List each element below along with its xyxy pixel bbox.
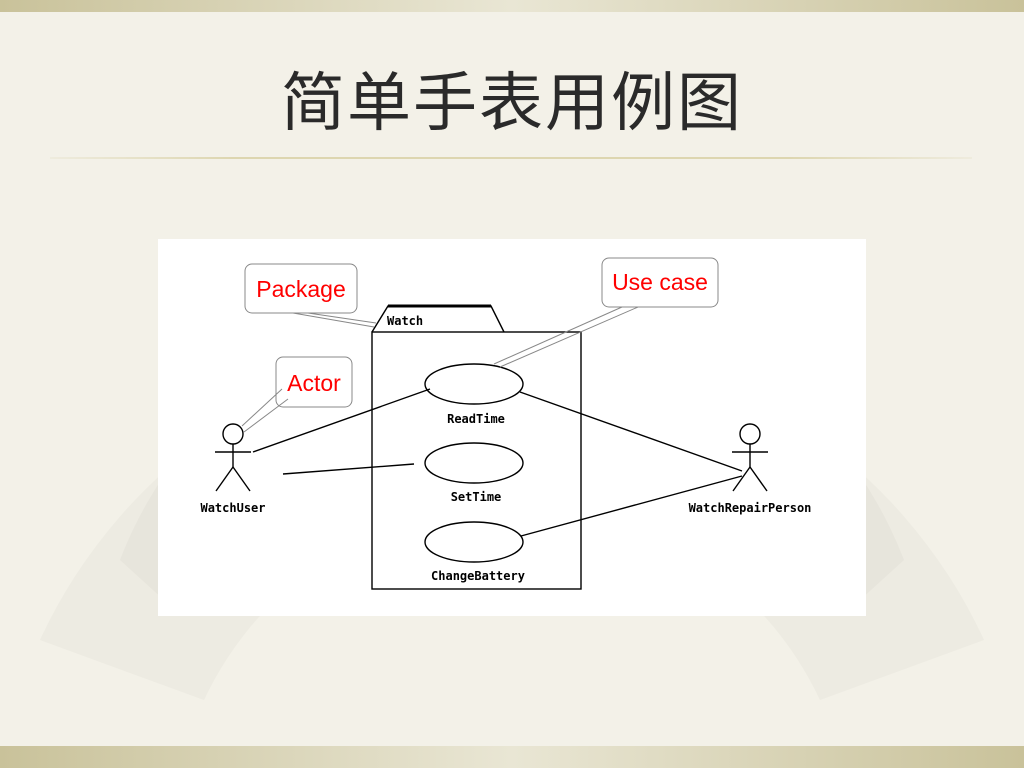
- use-case-diagram-svg: Watch ReadTime SetTime ChangeBattery Wat…: [200, 257, 812, 590]
- use-case-ellipse: [424, 521, 524, 563]
- actor-leg-right: [232, 466, 251, 492]
- callout-actor: Actor: [241, 356, 353, 433]
- use-case-readtime: ReadTime: [424, 363, 524, 426]
- callout-pointer: [499, 306, 639, 368]
- use-case-label: ChangeBattery: [431, 569, 525, 583]
- use-case-diagram: Watch ReadTime SetTime ChangeBattery Wat…: [158, 239, 866, 616]
- callout-pointer: [241, 388, 283, 427]
- callout-use-case: Use case: [493, 257, 719, 368]
- callout-box: [601, 257, 719, 308]
- association-watchuser-readtime: [252, 388, 431, 453]
- actor-leg-left: [732, 466, 751, 492]
- callout-text: Package: [256, 276, 346, 302]
- actor-label: WatchRepairPerson: [689, 501, 812, 515]
- use-case-ellipse: [424, 442, 524, 484]
- actor-head: [739, 423, 761, 445]
- actor-label: WatchUser: [200, 501, 265, 515]
- use-case-ellipse: [424, 363, 524, 405]
- callout-pointer: [307, 312, 377, 324]
- package-watch: Watch: [371, 304, 582, 590]
- use-case-changebattery: ChangeBattery: [424, 521, 525, 583]
- package-body: [371, 331, 582, 590]
- callout-box: [275, 356, 353, 408]
- use-case-settime: SetTime: [424, 442, 524, 504]
- association-repair-readtime: [519, 391, 743, 472]
- slide-title: 简单手表用例图: [281, 67, 743, 141]
- use-case-label: ReadTime: [447, 412, 505, 426]
- use-case-label: SetTime: [451, 490, 502, 504]
- callout-text: Use case: [612, 269, 708, 295]
- top-decor-band: [0, 0, 1024, 12]
- title-divider: [50, 157, 972, 159]
- callout-pointer: [243, 398, 289, 433]
- association-repair-changebattery: [520, 475, 743, 537]
- actor-leg-left: [215, 466, 234, 492]
- association-watchuser-settime: [282, 463, 415, 475]
- package-label: Watch: [387, 314, 423, 328]
- actor-watchrepairperson: WatchRepairPerson: [689, 423, 812, 515]
- callout-pointer: [292, 312, 375, 328]
- actor-watchuser: WatchUser: [200, 423, 266, 515]
- callout-package: Package: [244, 263, 377, 328]
- callout-box: [244, 263, 358, 314]
- actor-head: [222, 423, 244, 445]
- bottom-decor-band: [0, 746, 1024, 768]
- callout-text: Actor: [287, 370, 341, 396]
- associations: [252, 388, 743, 537]
- actor-leg-right: [749, 466, 768, 492]
- callout-pointer: [493, 306, 623, 365]
